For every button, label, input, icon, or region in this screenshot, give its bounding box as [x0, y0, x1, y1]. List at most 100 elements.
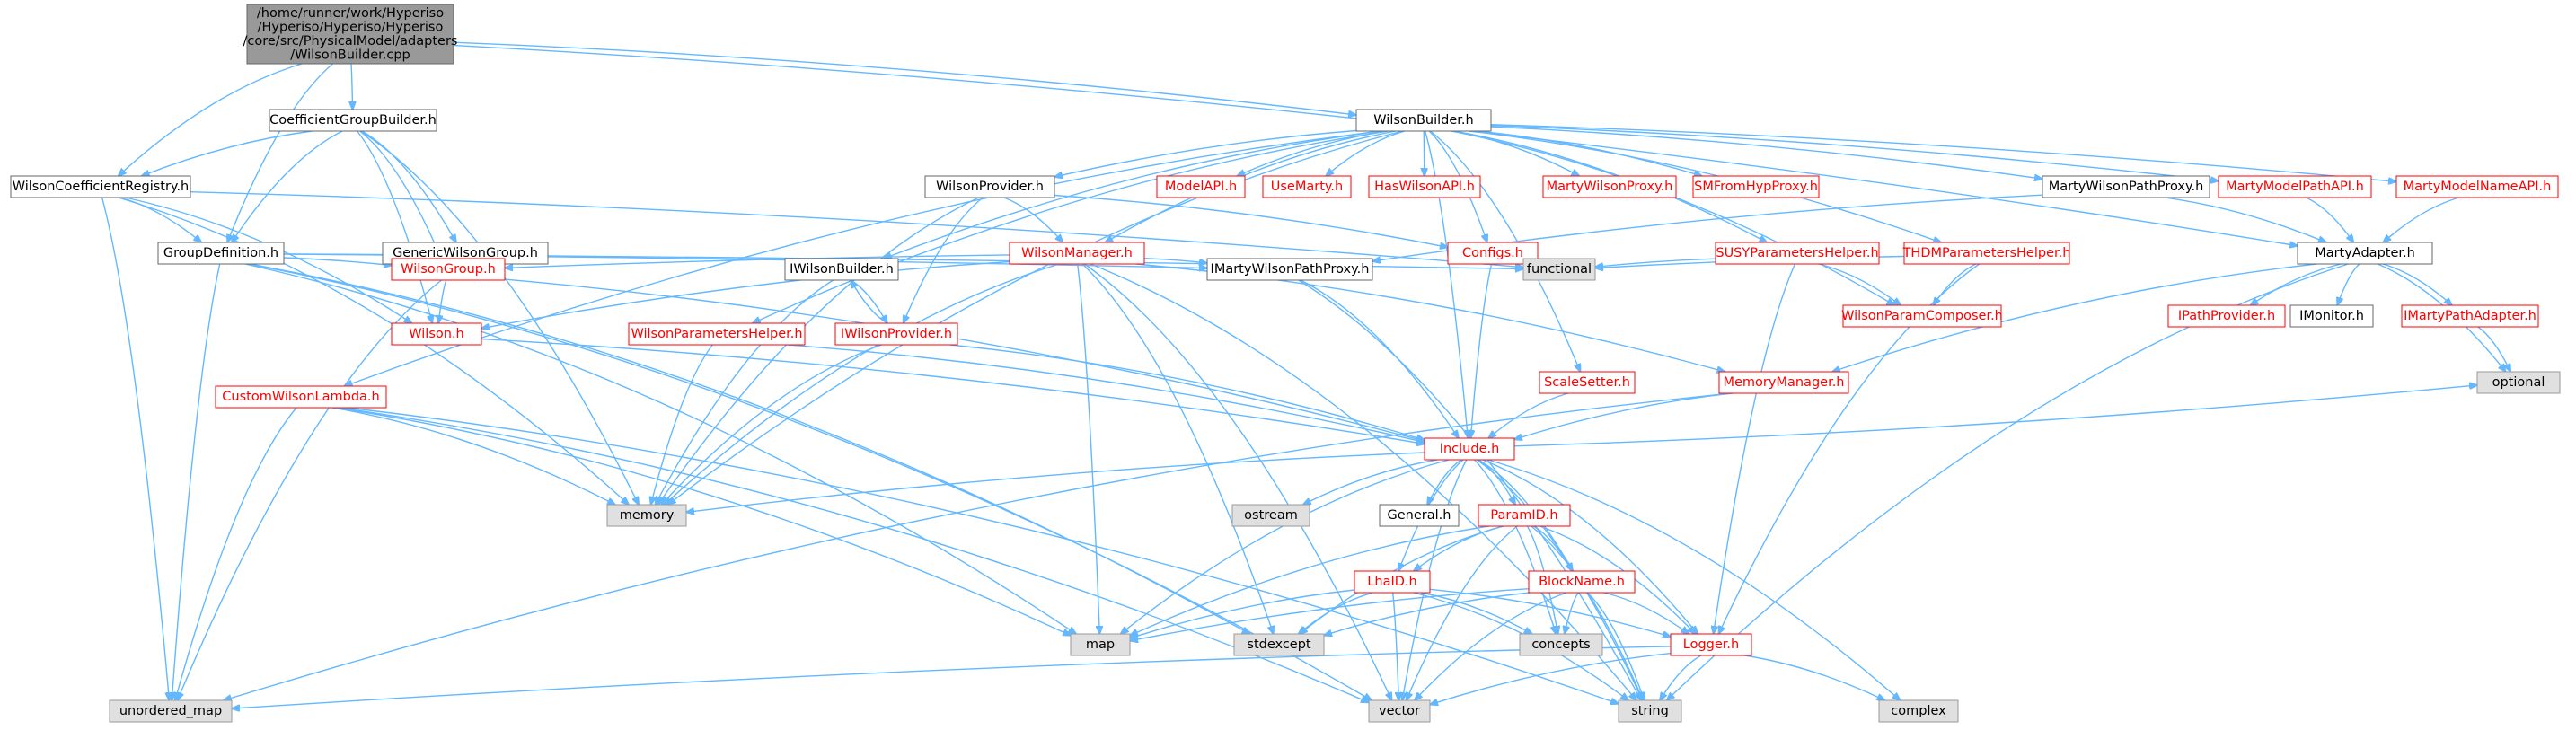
node-box — [1522, 258, 1596, 281]
node-box — [2476, 371, 2561, 394]
node-BlockName[interactable]: BlockName.h — [1528, 570, 1636, 594]
node-HasWilsonAPI[interactable]: HasWilsonAPI.h — [1368, 175, 1481, 198]
edge-WilsonManager-to-WilsonGroup — [505, 254, 1010, 268]
node-box — [1355, 109, 1492, 132]
edges-layer — [101, 41, 2511, 708]
node-ScaleSetter[interactable]: ScaleSetter.h — [1539, 371, 1636, 394]
edge-IWilsonProvider-to-IWilsonBuilder — [851, 280, 888, 324]
node-label: General.h — [1388, 508, 1451, 523]
node-MartyAdapter[interactable]: MartyAdapter.h — [2297, 242, 2433, 265]
node-GenericWilsonGroup[interactable]: GenericWilsonGroup.h — [382, 242, 549, 265]
node-IPathProvider[interactable]: IPathProvider.h — [2167, 304, 2286, 328]
edge-WilsonBuilder-to-SMFromHypProxy — [1477, 130, 1702, 176]
node-Configs[interactable]: Configs.h — [1447, 242, 1539, 265]
edge-WilsonBuilder-to-CustomWilsonLambda — [345, 130, 1381, 386]
edge-Include-to-complex — [1487, 459, 1901, 700]
node-Include[interactable]: Include.h — [1424, 437, 1515, 461]
node-box — [2395, 175, 2559, 198]
node-Logger[interactable]: Logger.h — [1670, 633, 1752, 656]
node-box — [391, 258, 506, 281]
node-box — [1156, 175, 1246, 198]
node-IWilsonBuilder[interactable]: IWilsonBuilder.h — [784, 258, 899, 281]
node-box — [1670, 633, 1752, 656]
node-ModelAPI[interactable]: ModelAPI.h — [1156, 175, 1246, 198]
edge-SUSYParametersHelper-to-Logger — [1714, 263, 1796, 634]
node-string: string — [1618, 699, 1682, 723]
node-SMFromHypProxy[interactable]: SMFromHypProxy.h — [1692, 175, 1820, 198]
node-UseMarty[interactable]: UseMarty.h — [1262, 175, 1352, 198]
edge-CoefficientGroupBuilder-to-WilsonCoefficientRegistry — [142, 130, 313, 176]
node-SUSYParametersHelper[interactable]: SUSYParametersHelper.h — [1715, 242, 1880, 265]
node-box — [1519, 633, 1603, 656]
node-LhaID[interactable]: LhaID.h — [1354, 570, 1431, 594]
node-WilsonCoefficientRegistry[interactable]: WilsonCoefficientRegistry.h — [10, 175, 191, 198]
node-label: GroupDefinition.h — [163, 246, 278, 260]
node-box — [1715, 242, 1880, 265]
node-WilsonGroup[interactable]: WilsonGroup.h — [391, 258, 506, 281]
edge-WilsonManager-to-string — [1090, 263, 1636, 700]
node-THDMParametersHelper[interactable]: THDMParametersHelper.h — [1902, 242, 2071, 265]
node-WilsonBuilder[interactable]: WilsonBuilder.h — [1355, 109, 1492, 132]
node-CustomWilsonLambda[interactable]: CustomWilsonLambda.h — [215, 385, 387, 409]
node-box — [2401, 304, 2539, 328]
edge-Logger-to-string — [1660, 655, 1702, 700]
node-IWilsonProvider[interactable]: IWilsonProvider.h — [834, 322, 958, 346]
node-box — [2289, 304, 2374, 328]
node-MartyModelNameAPI[interactable]: MartyModelNameAPI.h — [2395, 175, 2559, 198]
node-label: /WilsonBuilder.cpp — [290, 48, 410, 62]
node-vector: vector — [1368, 699, 1431, 723]
node-label: SMFromHypProxy.h — [1694, 180, 1818, 194]
node-box — [1206, 258, 1373, 281]
node-label: GenericWilsonGroup.h — [393, 246, 538, 260]
node-label: concepts — [1531, 638, 1590, 652]
node-General[interactable]: General.h — [1379, 504, 1460, 527]
node-ParamID[interactable]: ParamID.h — [1478, 504, 1571, 527]
edge-Include-to-memory — [686, 452, 1425, 512]
edge-root-to-WilsonBuilder — [453, 41, 1356, 115]
edge-BlockName-to-string — [1586, 592, 1644, 700]
edge-IWilsonBuilder-to-IWilsonProvider — [850, 279, 887, 323]
node-label: functional — [1527, 262, 1592, 277]
node-label: Configs.h — [1462, 246, 1523, 260]
node-IMartyPathAdapter[interactable]: IMartyPathAdapter.h — [2401, 304, 2539, 328]
node-label: WilsonGroup.h — [401, 262, 496, 277]
node-box — [1231, 504, 1310, 527]
edge-WilsonParametersHelper-to-memory — [651, 344, 713, 505]
node-MartyWilsonPathProxy[interactable]: MartyWilsonPathProxy.h — [2042, 175, 2210, 198]
edge-MartyAdapter-to-optional — [2378, 263, 2506, 372]
node-label: IPathProvider.h — [2178, 309, 2275, 323]
node-IMonitor[interactable]: IMonitor.h — [2289, 304, 2374, 328]
node-label: Wilson.h — [409, 327, 464, 341]
node-CoefficientGroupBuilder[interactable]: CoefficientGroupBuilder.h — [269, 109, 437, 132]
node-MemoryManager[interactable]: MemoryManager.h — [1718, 371, 1849, 394]
edge-WilsonBuilder-to-WilsonProvider — [1054, 129, 1357, 178]
node-Wilson[interactable]: Wilson.h — [391, 322, 482, 346]
edge-Include-to-LhaID — [1398, 459, 1464, 571]
node-WilsonProvider[interactable]: WilsonProvider.h — [924, 175, 1055, 198]
edge-Include-to-string — [1476, 459, 1642, 700]
edge-WilsonBuilder-to-Configs — [1428, 130, 1487, 242]
node-MartyWilsonProxy[interactable]: MartyWilsonProxy.h — [1542, 175, 1677, 198]
node-box — [10, 175, 191, 198]
edge-LhaID-to-stdexcept — [1299, 592, 1373, 634]
edge-IWilsonBuilder-to-memory — [656, 279, 834, 505]
node-IMartyWilsonPathProxy[interactable]: IMartyWilsonPathProxy.h — [1206, 258, 1373, 281]
edge-ParamID-to-map — [1130, 525, 1489, 636]
node-label: MartyAdapter.h — [2315, 246, 2415, 260]
node-WilsonParamComposer[interactable]: WilsonParamComposer.h — [1841, 304, 2003, 328]
node-label: IMartyPathAdapter.h — [2404, 309, 2536, 323]
edge-CoefficientGroupBuilder-to-GroupDefinition — [232, 130, 343, 242]
node-label: complex — [1891, 704, 1946, 718]
edge-GroupDefinition-to-vector — [248, 263, 1372, 700]
node-MartyModelPathAPI[interactable]: MartyModelPathAPI.h — [2218, 175, 2372, 198]
edge-Include-to-optional — [1513, 385, 2477, 447]
edge-CoefficientGroupBuilder-to-GenericWilsonGroup — [361, 130, 456, 242]
node-root: /home/runner/work/Hyperiso/Hyperiso/Hype… — [243, 4, 457, 65]
node-WilsonParametersHelper[interactable]: WilsonParametersHelper.h — [628, 322, 806, 346]
node-GroupDefinition[interactable]: GroupDefinition.h — [157, 242, 285, 265]
node-WilsonManager[interactable]: WilsonManager.h — [1009, 242, 1145, 265]
node-label: Include.h — [1440, 442, 1500, 456]
node-label: memory — [620, 508, 675, 523]
edge-WilsonGroup-to-Wilson — [438, 279, 447, 323]
